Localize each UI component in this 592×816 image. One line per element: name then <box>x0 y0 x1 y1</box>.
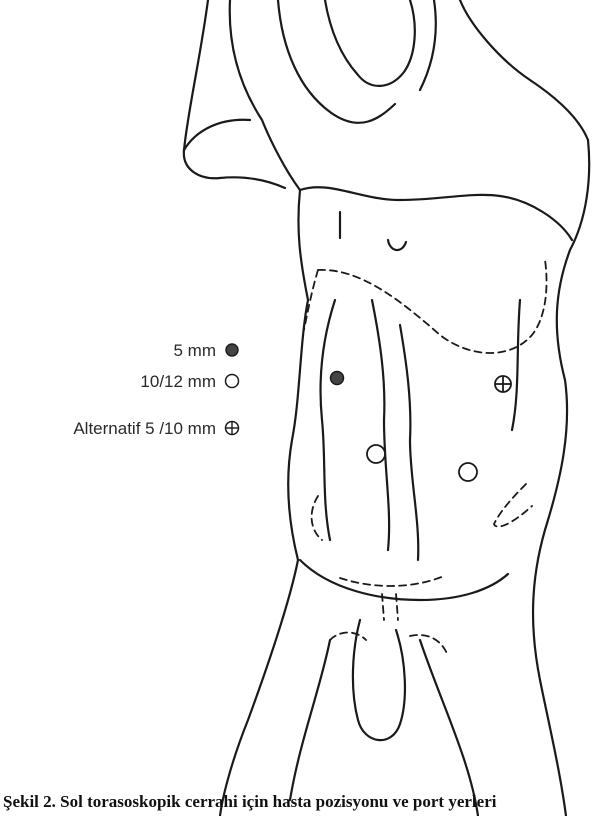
costal-left-dashed <box>304 270 318 330</box>
pubic-dashed <box>340 576 444 586</box>
torso-left-outline <box>220 190 308 816</box>
shoulder-outline <box>460 0 588 140</box>
inner-arm-outline <box>278 0 395 123</box>
crossed-circle-icon <box>224 420 240 436</box>
abdomen-line-1 <box>321 300 335 540</box>
legend-item-5mm: 5 mm <box>174 341 241 361</box>
legend-label: Alternatif 5 /10 mm <box>73 419 216 439</box>
port-5mm-marker <box>331 372 344 385</box>
hip-line-right <box>512 300 520 430</box>
legend-label: 10/12 mm <box>140 372 216 392</box>
abdomen-line-3 <box>400 325 418 560</box>
left-arm-outline <box>184 0 285 188</box>
nipple-mark <box>388 240 406 250</box>
incision-right-dashed <box>494 484 532 527</box>
legend-item-alternatif: Alternatif 5 /10 mm <box>73 419 240 439</box>
legend-item-1012mm: 10/12 mm <box>140 372 240 392</box>
abdomen-line-2 <box>372 300 389 550</box>
lower-belly-line <box>300 560 508 600</box>
figure-caption: Şekil 2. Sol torasoskopik cerrahi için h… <box>3 792 496 812</box>
elbow-outline <box>184 120 250 150</box>
filled-circle-icon <box>224 342 240 358</box>
forearm-outline <box>230 0 300 190</box>
port-1012mm-marker-2 <box>459 463 477 481</box>
incision-left-dashed <box>312 496 322 540</box>
scrotal-right-dashed <box>410 635 448 656</box>
torso-right-outline <box>533 140 589 816</box>
cord-dashed-2 <box>396 594 398 620</box>
scrotal-left-dashed <box>330 633 366 641</box>
thigh-line-right <box>420 640 478 816</box>
upper-back-outline <box>420 0 436 90</box>
thigh-line-left <box>290 640 330 800</box>
port-alternatif-marker <box>495 376 511 392</box>
open-circle-icon <box>224 373 240 389</box>
port-1012mm-marker-1 <box>367 445 385 463</box>
costal-margin-dashed <box>318 260 547 353</box>
head-arm-outline <box>325 0 415 86</box>
legend-label: 5 mm <box>174 341 217 361</box>
genital-outline <box>353 620 405 740</box>
